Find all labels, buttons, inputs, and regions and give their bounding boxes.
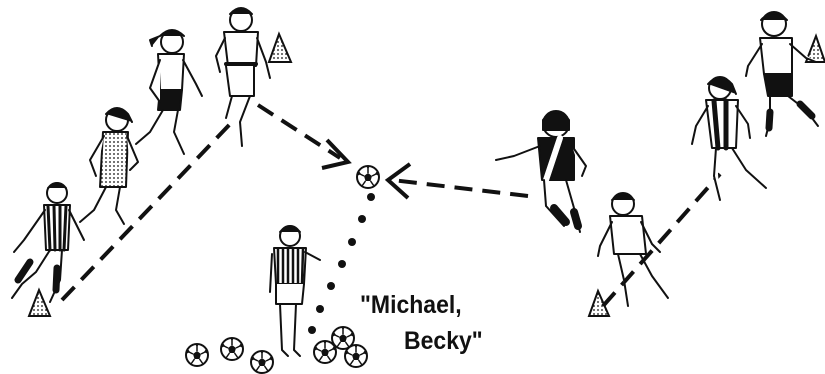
soccer-ball-icon (356, 165, 380, 189)
player-figure (597, 192, 669, 307)
movement-path-left (60, 103, 342, 302)
player-figure (215, 7, 271, 147)
arrowhead-icon (321, 138, 352, 170)
soccer-ball-icon (344, 344, 368, 368)
arrowhead-icon (384, 162, 412, 200)
player-figure (691, 76, 767, 201)
callout-text-line-1: "Michael, (360, 291, 462, 319)
cone-icon (267, 31, 293, 63)
player-figure (11, 182, 85, 303)
player-figure (135, 29, 203, 155)
soccer-ball-icon (185, 343, 209, 367)
player-figure (79, 107, 139, 225)
player-figure (495, 110, 587, 233)
player-figure (745, 11, 819, 137)
referee-figure (269, 225, 321, 357)
callout-text-line-2: Becky" (404, 327, 483, 355)
soccer-ball-icon (250, 350, 274, 374)
soccer-ball-icon (220, 337, 244, 361)
cone-icon (27, 287, 52, 317)
ball-trajectory (308, 193, 375, 334)
soccer-ball-icon (313, 340, 337, 364)
movement-path-right (391, 172, 722, 308)
